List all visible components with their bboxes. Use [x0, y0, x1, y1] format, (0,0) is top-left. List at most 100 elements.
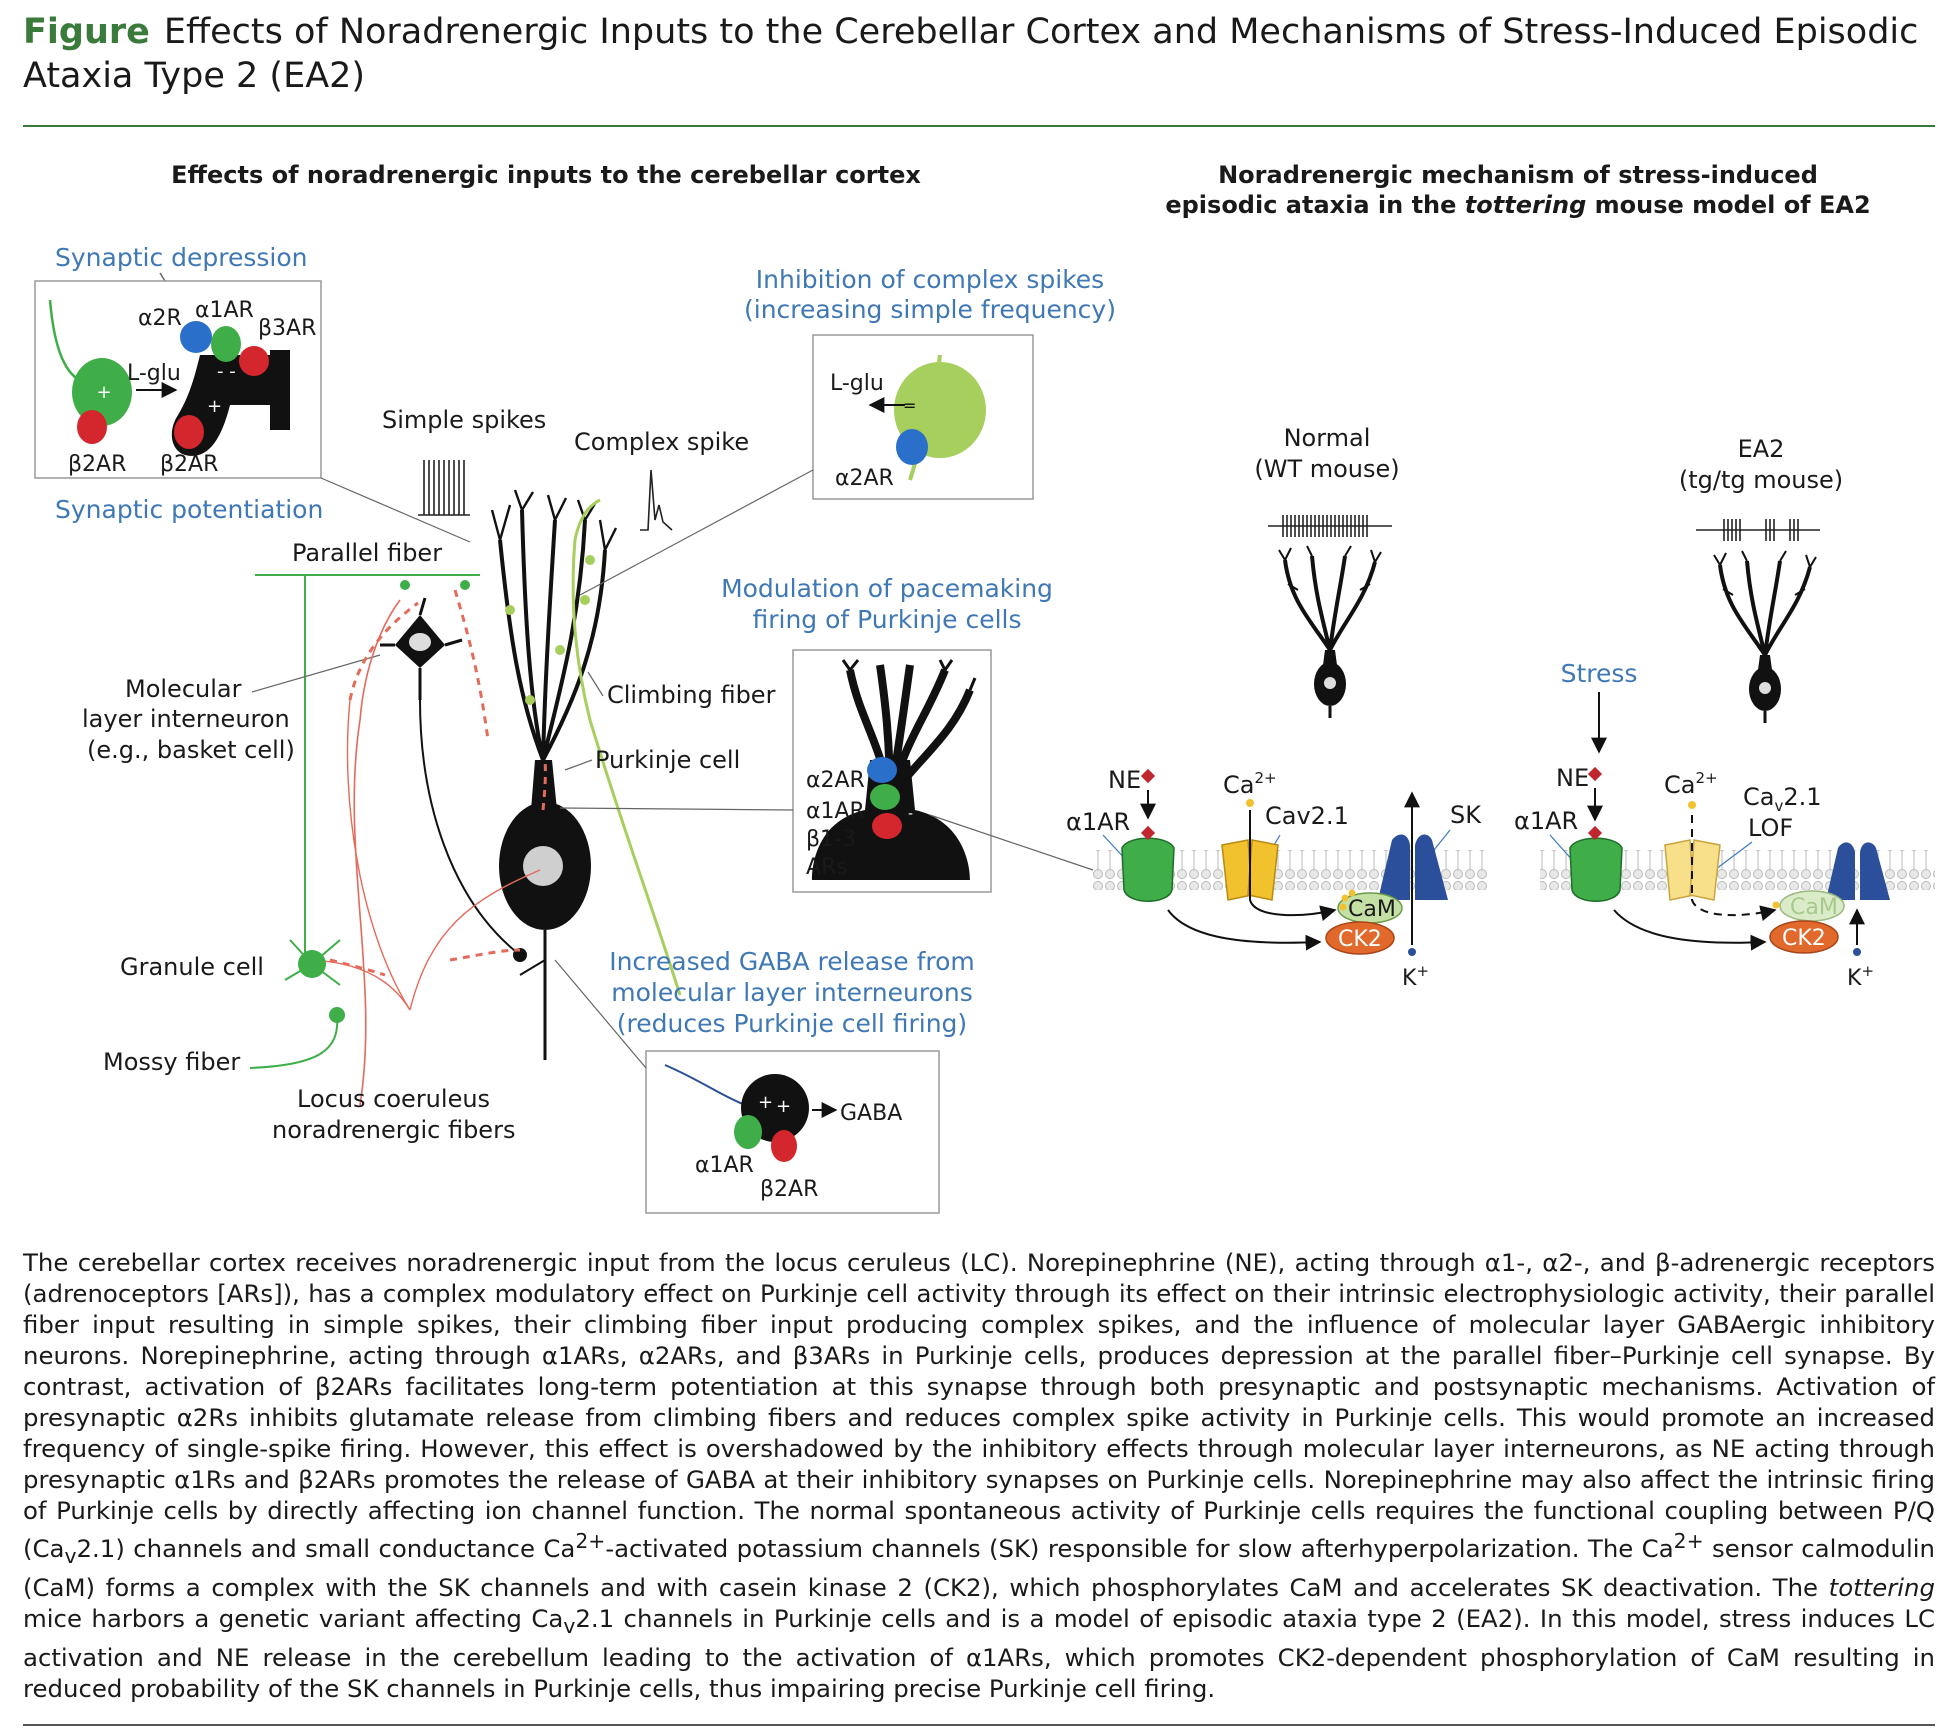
normal-k-label: K+ [1402, 962, 1429, 991]
climbing-fiber-boutons [505, 555, 595, 705]
plus-sign-box4b: + [776, 1096, 791, 1117]
ea2-ca-ion [1688, 801, 1696, 809]
box4-connector [554, 959, 647, 1069]
interneuron-label-1: Molecular [125, 675, 242, 703]
purkinje-cell-label: Purkinje cell [595, 746, 740, 774]
b2ar-post-receptor [174, 415, 204, 449]
a1ar-interneuron [734, 1115, 762, 1149]
normal-ne-bound [1140, 825, 1156, 841]
normal-sk-left [1378, 834, 1410, 900]
ea2-cam-ca [1772, 901, 1780, 909]
ea2-cam-label: CaM [1790, 895, 1838, 920]
box3-to-membrane-connector [929, 814, 1094, 871]
normal-ck2-label: CK2 [1338, 927, 1382, 952]
synaptic-depression-label: Synaptic depression [55, 243, 308, 272]
right-heading-1: Noradrenergic mechanism of stress-induce… [1218, 161, 1818, 189]
ea2-ca-label: Ca2+ [1664, 769, 1718, 799]
normal-a1ar-to-ck2-arrow [1167, 909, 1322, 951]
ea2-a1ar-receptor [1569, 837, 1623, 902]
complex-spike-trace [640, 469, 673, 531]
a2r-receptor [180, 321, 212, 353]
title-divider [23, 125, 1935, 127]
a2ar-presynaptic [896, 429, 928, 465]
climbing-fiber-leader [587, 671, 604, 697]
normal-sk-label: SK [1450, 801, 1482, 829]
simple-spikes-trace [418, 460, 470, 516]
svg-text:-: - [908, 806, 913, 822]
normal-ne-label: NE [1108, 766, 1141, 794]
normal-ca-flow-arrow [1249, 810, 1337, 922]
purkinje-leader [564, 759, 593, 771]
normal-ca-label: Ca2+ [1223, 769, 1277, 799]
normal-cav21-right [1247, 839, 1279, 901]
normal-a1ar-receptor [1121, 837, 1175, 902]
minus-sign-box2: = [903, 396, 916, 415]
climbing-fiber-path [571, 498, 682, 996]
ea2-spike-train [1696, 519, 1820, 541]
ea2-ne-bound [1587, 825, 1603, 841]
diagram-canvas: Effects of noradrenergic inputs to the c… [34, 161, 1935, 1214]
normal-cam-ca-3 [1339, 903, 1347, 911]
interneuron-leader [251, 654, 381, 693]
ea2-label-2: (tg/tg mouse) [1679, 466, 1843, 494]
ea2-ca-flow-arrow [1691, 815, 1777, 922]
basket-cell [380, 597, 527, 962]
ea2-cav21-label: Cav2.1 [1743, 783, 1822, 815]
plus-sign-post: + [207, 396, 222, 417]
normal-cam-ca-2 [1348, 889, 1356, 897]
figure-caption: The cerebellar cortex receives noradrene… [23, 1248, 1935, 1703]
b2ar-interneuron [771, 1130, 797, 1162]
normal-ca-ion [1246, 799, 1254, 807]
box3-connector [559, 807, 794, 811]
ea2-lof-label: LOF [1748, 814, 1793, 842]
lglu-label: L-glu [127, 361, 181, 386]
ea2-label-1: EA2 [1738, 435, 1785, 463]
lc-fibers [299, 589, 547, 1106]
bottom-divider [23, 1724, 1935, 1726]
normal-cam-ca-1 [1341, 894, 1349, 902]
parallel-fiber-label: Parallel fiber [292, 539, 442, 567]
interneuron-label-3: (e.g., basket cell) [87, 736, 295, 764]
normal-k-ion [1408, 948, 1416, 956]
interneuron-label-2: layer interneuron [82, 705, 290, 733]
b2ar-left-label: β2AR [68, 452, 126, 477]
box4-a1ar-label: α1AR [695, 1153, 754, 1178]
a2r-label: α2R [138, 306, 182, 331]
box3-a1ar-label: α1AR [806, 799, 865, 824]
lc-axon-blue [664, 1064, 746, 1106]
normal-cav21-label: Cav2.1 [1265, 802, 1349, 830]
inhibition-label-2: (increasing simple frequency) [744, 295, 1116, 324]
inhibition-label-1: Inhibition of complex spikes [756, 265, 1104, 294]
presynaptic-terminal [72, 358, 132, 426]
lc-label-2: noradrenergic fibers [272, 1116, 515, 1144]
plus-sign: + [96, 382, 111, 403]
normal-sk-right [1415, 834, 1448, 900]
modulation-label-1: Modulation of pacemaking [721, 574, 1053, 603]
modulation-label-2: firing of Purkinje cells [752, 605, 1021, 634]
box4-gaba-label: GABA [840, 1101, 902, 1126]
normal-ne-diamond [1140, 768, 1156, 784]
normal-purkinje-mini [1278, 545, 1382, 718]
ea2-cav21-right [1689, 839, 1721, 901]
right-heading-2: episodic ataxia in the tottering mouse m… [1165, 191, 1870, 219]
box2-lglu-label: L-glu [830, 371, 884, 396]
normal-label-1: Normal [1284, 424, 1371, 452]
granule-cell-label: Granule cell [120, 953, 264, 981]
ea2-k-ion [1853, 948, 1861, 956]
purkinje-soma-drawing: - [812, 659, 977, 880]
box4-b2ar-label: β2AR [760, 1177, 818, 1202]
box3-a2ar-label: α2AR [806, 768, 865, 793]
ea2-a1ar-label: α1AR [1514, 807, 1578, 835]
ea2-ck2 [1769, 920, 1839, 954]
ea2-k-label: K+ [1847, 962, 1874, 991]
box1-connector [320, 477, 471, 543]
complex-spike-label: Complex spike [574, 428, 749, 456]
figure-label: Figure [23, 12, 150, 52]
synaptic-potentiation-label: Synaptic potentiation [55, 495, 323, 524]
climbing-fiber-label: Climbing fiber [607, 681, 776, 709]
b2ar-right-label: β2AR [160, 452, 218, 477]
ea2-sk-right [1860, 842, 1890, 900]
gaba-label-1: Increased GABA release from [609, 947, 975, 976]
normal-a1ar-label: α1AR [1066, 808, 1130, 836]
minus-sign: - - [217, 361, 236, 382]
